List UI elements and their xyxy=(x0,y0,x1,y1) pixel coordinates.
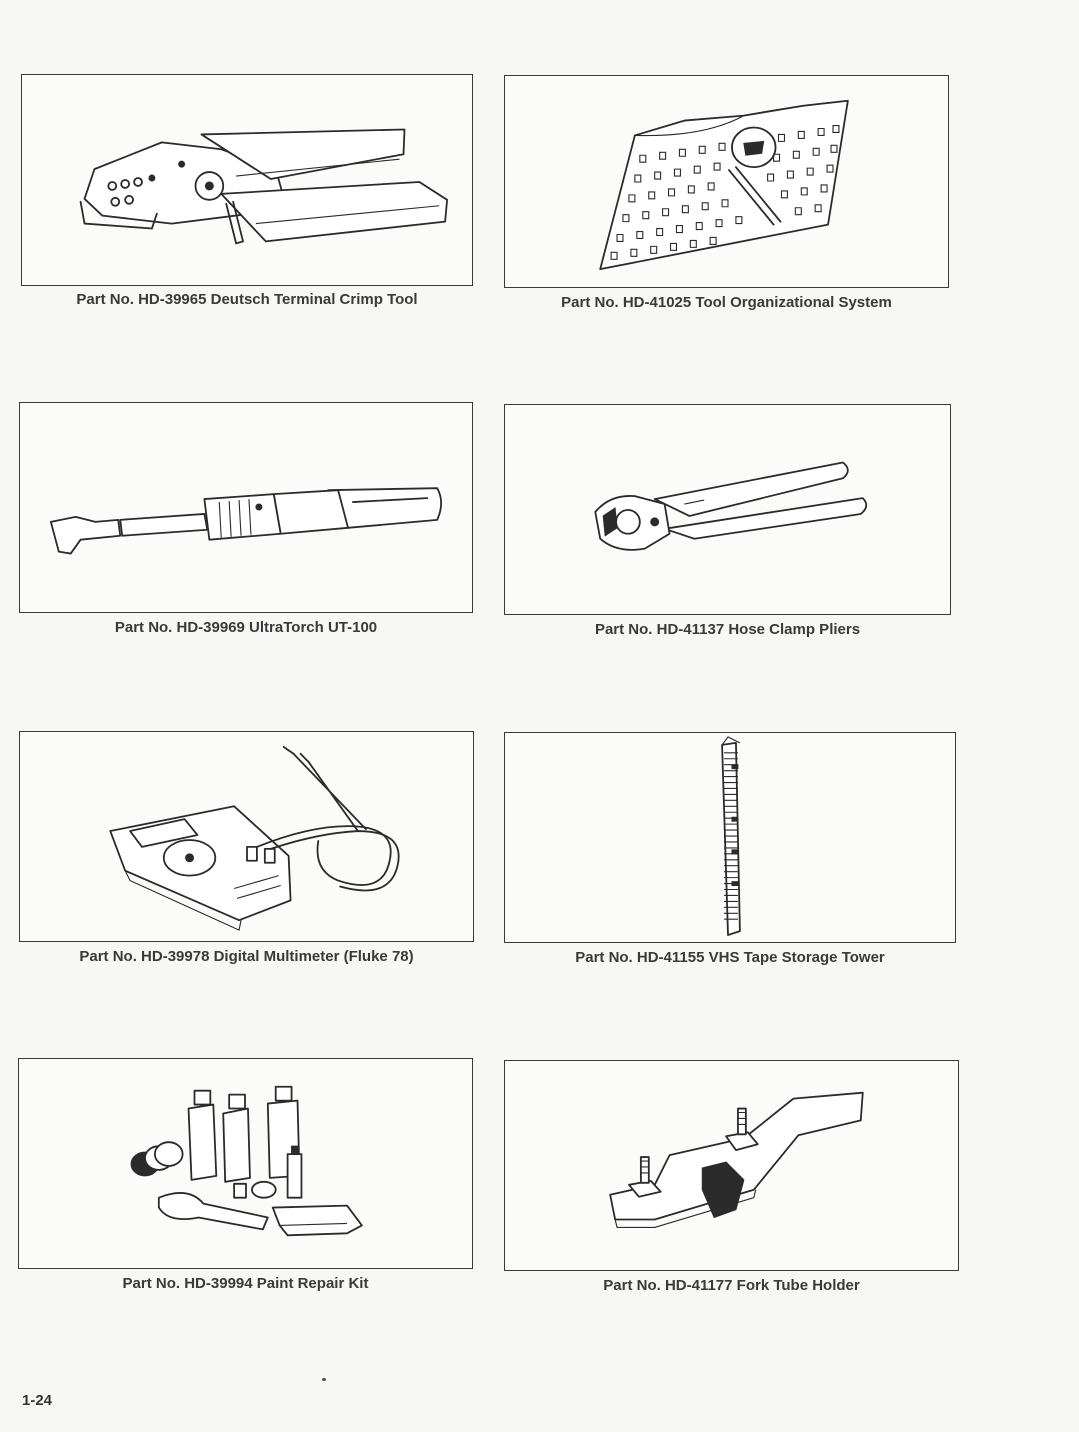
crimp-tool-drawing xyxy=(22,75,472,285)
figure-caption: Part No. HD-39978 Digital Multimeter (Fl… xyxy=(79,948,414,965)
pliers-drawing xyxy=(505,405,950,614)
fork-holder-drawing xyxy=(505,1061,958,1270)
paint-kit-drawing xyxy=(19,1059,472,1268)
figure-multimeter xyxy=(19,731,474,942)
figure-fork-holder xyxy=(504,1060,959,1271)
multimeter-drawing xyxy=(20,732,473,941)
figure-pegboard xyxy=(504,75,949,288)
figure-caption: Part No. HD-41155 VHS Tape Storage Tower xyxy=(575,949,885,966)
page-number: 1-24 xyxy=(22,1392,53,1409)
scan-speck xyxy=(322,1378,326,1381)
pegboard-drawing xyxy=(505,76,948,287)
figure-crimp-tool xyxy=(21,74,473,286)
figure-caption: Part No. HD-39965 Deutsch Terminal Crimp… xyxy=(76,291,418,308)
figure-caption: Part No. HD-41177 Fork Tube Holder xyxy=(603,1277,860,1294)
figure-paint-kit xyxy=(18,1058,473,1269)
figure-tape-tower xyxy=(504,732,956,943)
figure-caption: Part No. HD-41137 Hose Clamp Pliers xyxy=(594,621,861,638)
torch-drawing xyxy=(20,403,472,612)
figure-torch xyxy=(19,402,473,613)
tape-tower-drawing xyxy=(505,733,955,942)
figure-caption: Part No. HD-39969 UltraTorch UT-100 xyxy=(114,619,378,636)
figure-caption: Part No. HD-41025 Tool Organizational Sy… xyxy=(561,294,892,311)
figure-pliers xyxy=(504,404,951,615)
figure-caption: Part No. HD-39994 Paint Repair Kit xyxy=(122,1275,369,1292)
